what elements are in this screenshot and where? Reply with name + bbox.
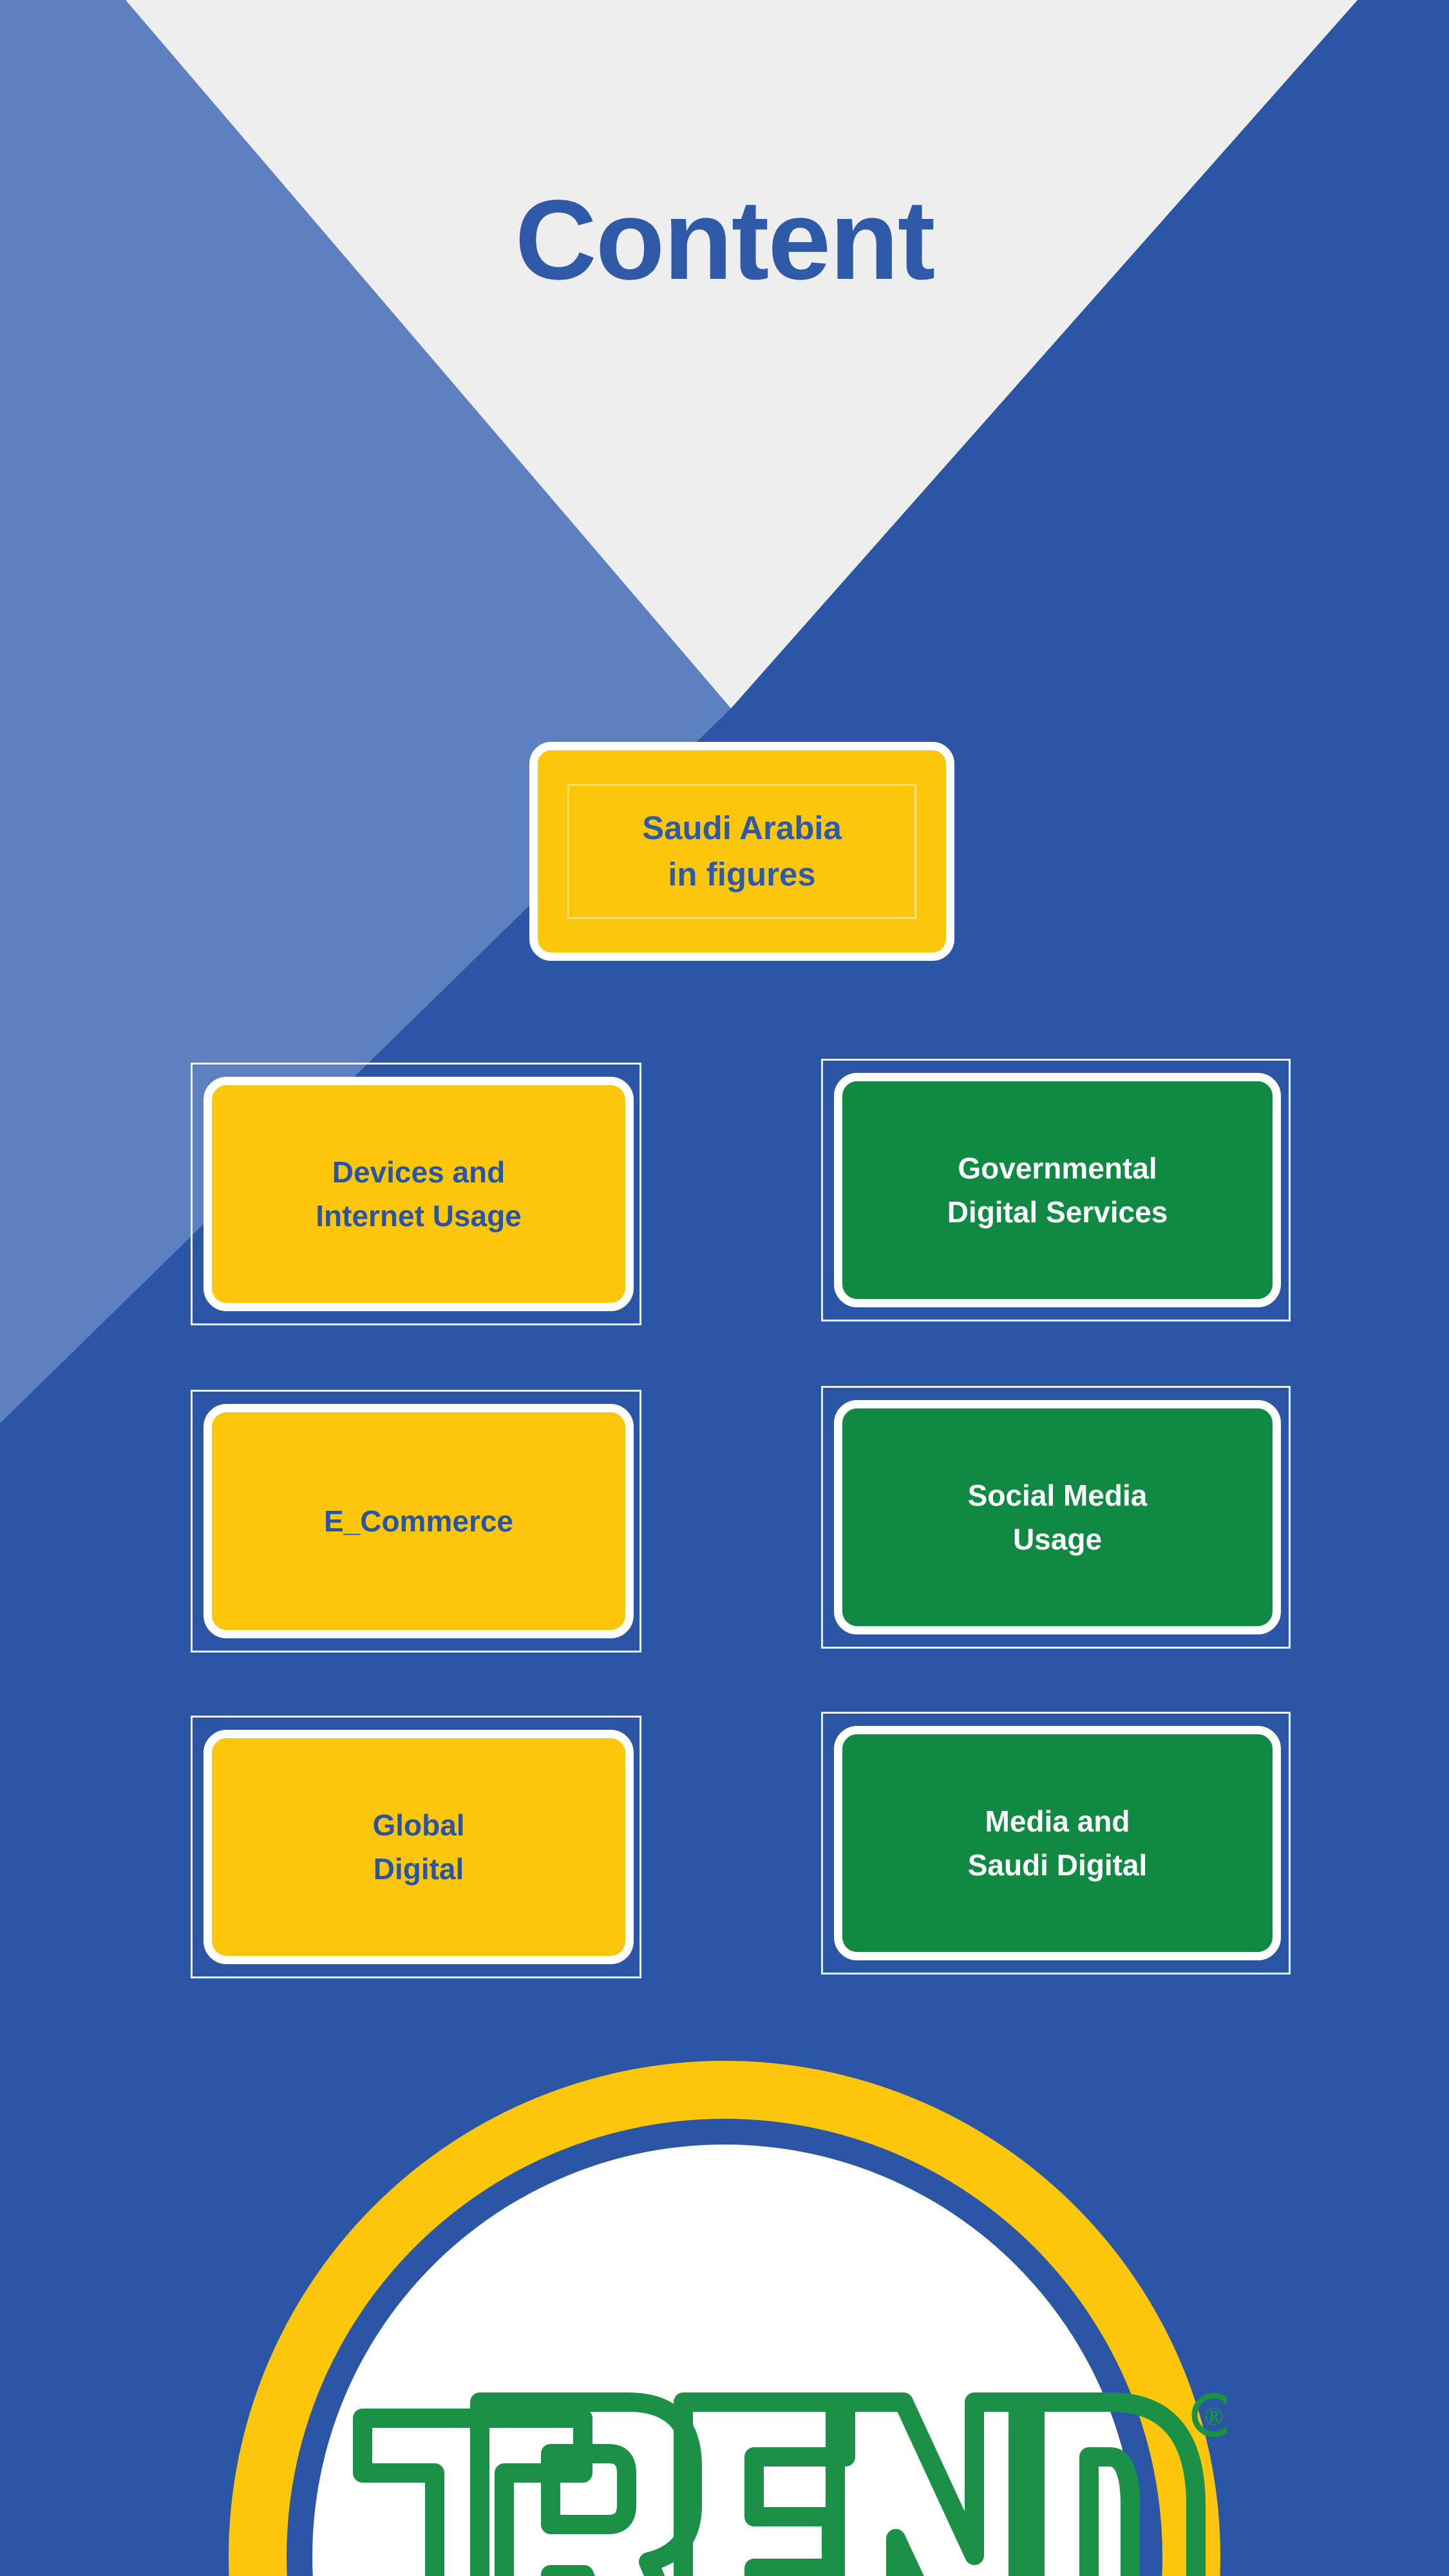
background-white-triangle xyxy=(126,0,1358,708)
topic-frame-devices-and-internet-usage xyxy=(191,1063,641,1325)
root-node-label-line1: Saudi Arabia xyxy=(642,809,842,846)
topic-frame-media-and-saudi-digital xyxy=(821,1712,1291,1975)
topic-frame-global-digital xyxy=(191,1716,641,1978)
topic-label-line1: Global xyxy=(372,1808,465,1842)
topic-card-devices-and-internet-usage[interactable]: Devices and Internet Usage xyxy=(204,1077,634,1311)
topic-frame-governmental-digital-services xyxy=(821,1059,1291,1321)
topic-card-social-media-usage[interactable]: Social Media Usage xyxy=(834,1400,1281,1634)
topic-label-line2: Usage xyxy=(1012,1522,1103,1556)
topic-frame-e-commerce xyxy=(191,1390,641,1653)
topic-label-line2: Saudi Digital xyxy=(967,1848,1148,1882)
background-light-blue-triangle xyxy=(0,0,731,1423)
topic-label-line1: Social Media xyxy=(967,1478,1148,1512)
topic-label-line1: Governmental xyxy=(958,1151,1157,1185)
topic-label-line2: Digital xyxy=(373,1852,464,1886)
logo-wordmark xyxy=(353,2392,1206,2576)
topic-label-line1: Media and xyxy=(985,1804,1130,1838)
svg-text:®: ® xyxy=(1204,2401,1224,2430)
topic-frame-social-media-usage xyxy=(821,1386,1291,1649)
root-node-card[interactable]: Saudi Arabia in figures xyxy=(529,742,954,961)
topic-card-e-commerce[interactable]: E_Commerce xyxy=(204,1404,634,1638)
root-node-inner-frame: Saudi Arabia in figures xyxy=(567,784,916,919)
trend-logo: ® xyxy=(229,2061,1227,2576)
topic-label-line2: Internet Usage xyxy=(316,1199,522,1233)
topic-card-global-digital[interactable]: Global Digital xyxy=(204,1730,634,1964)
registered-trademark-icon: ® xyxy=(1191,2392,1227,2438)
page-title: Content xyxy=(515,177,936,303)
topic-card-governmental-digital-services[interactable]: Governmental Digital Services xyxy=(834,1073,1281,1307)
topic-label-line1: Devices and xyxy=(332,1155,506,1189)
topic-card-media-and-saudi-digital[interactable]: Media and Saudi Digital xyxy=(834,1726,1281,1960)
topic-label-line1: E_Commerce xyxy=(323,1504,514,1538)
topic-label-line2: Digital Services xyxy=(947,1195,1168,1229)
root-node-label-line2: in figures xyxy=(668,856,816,893)
